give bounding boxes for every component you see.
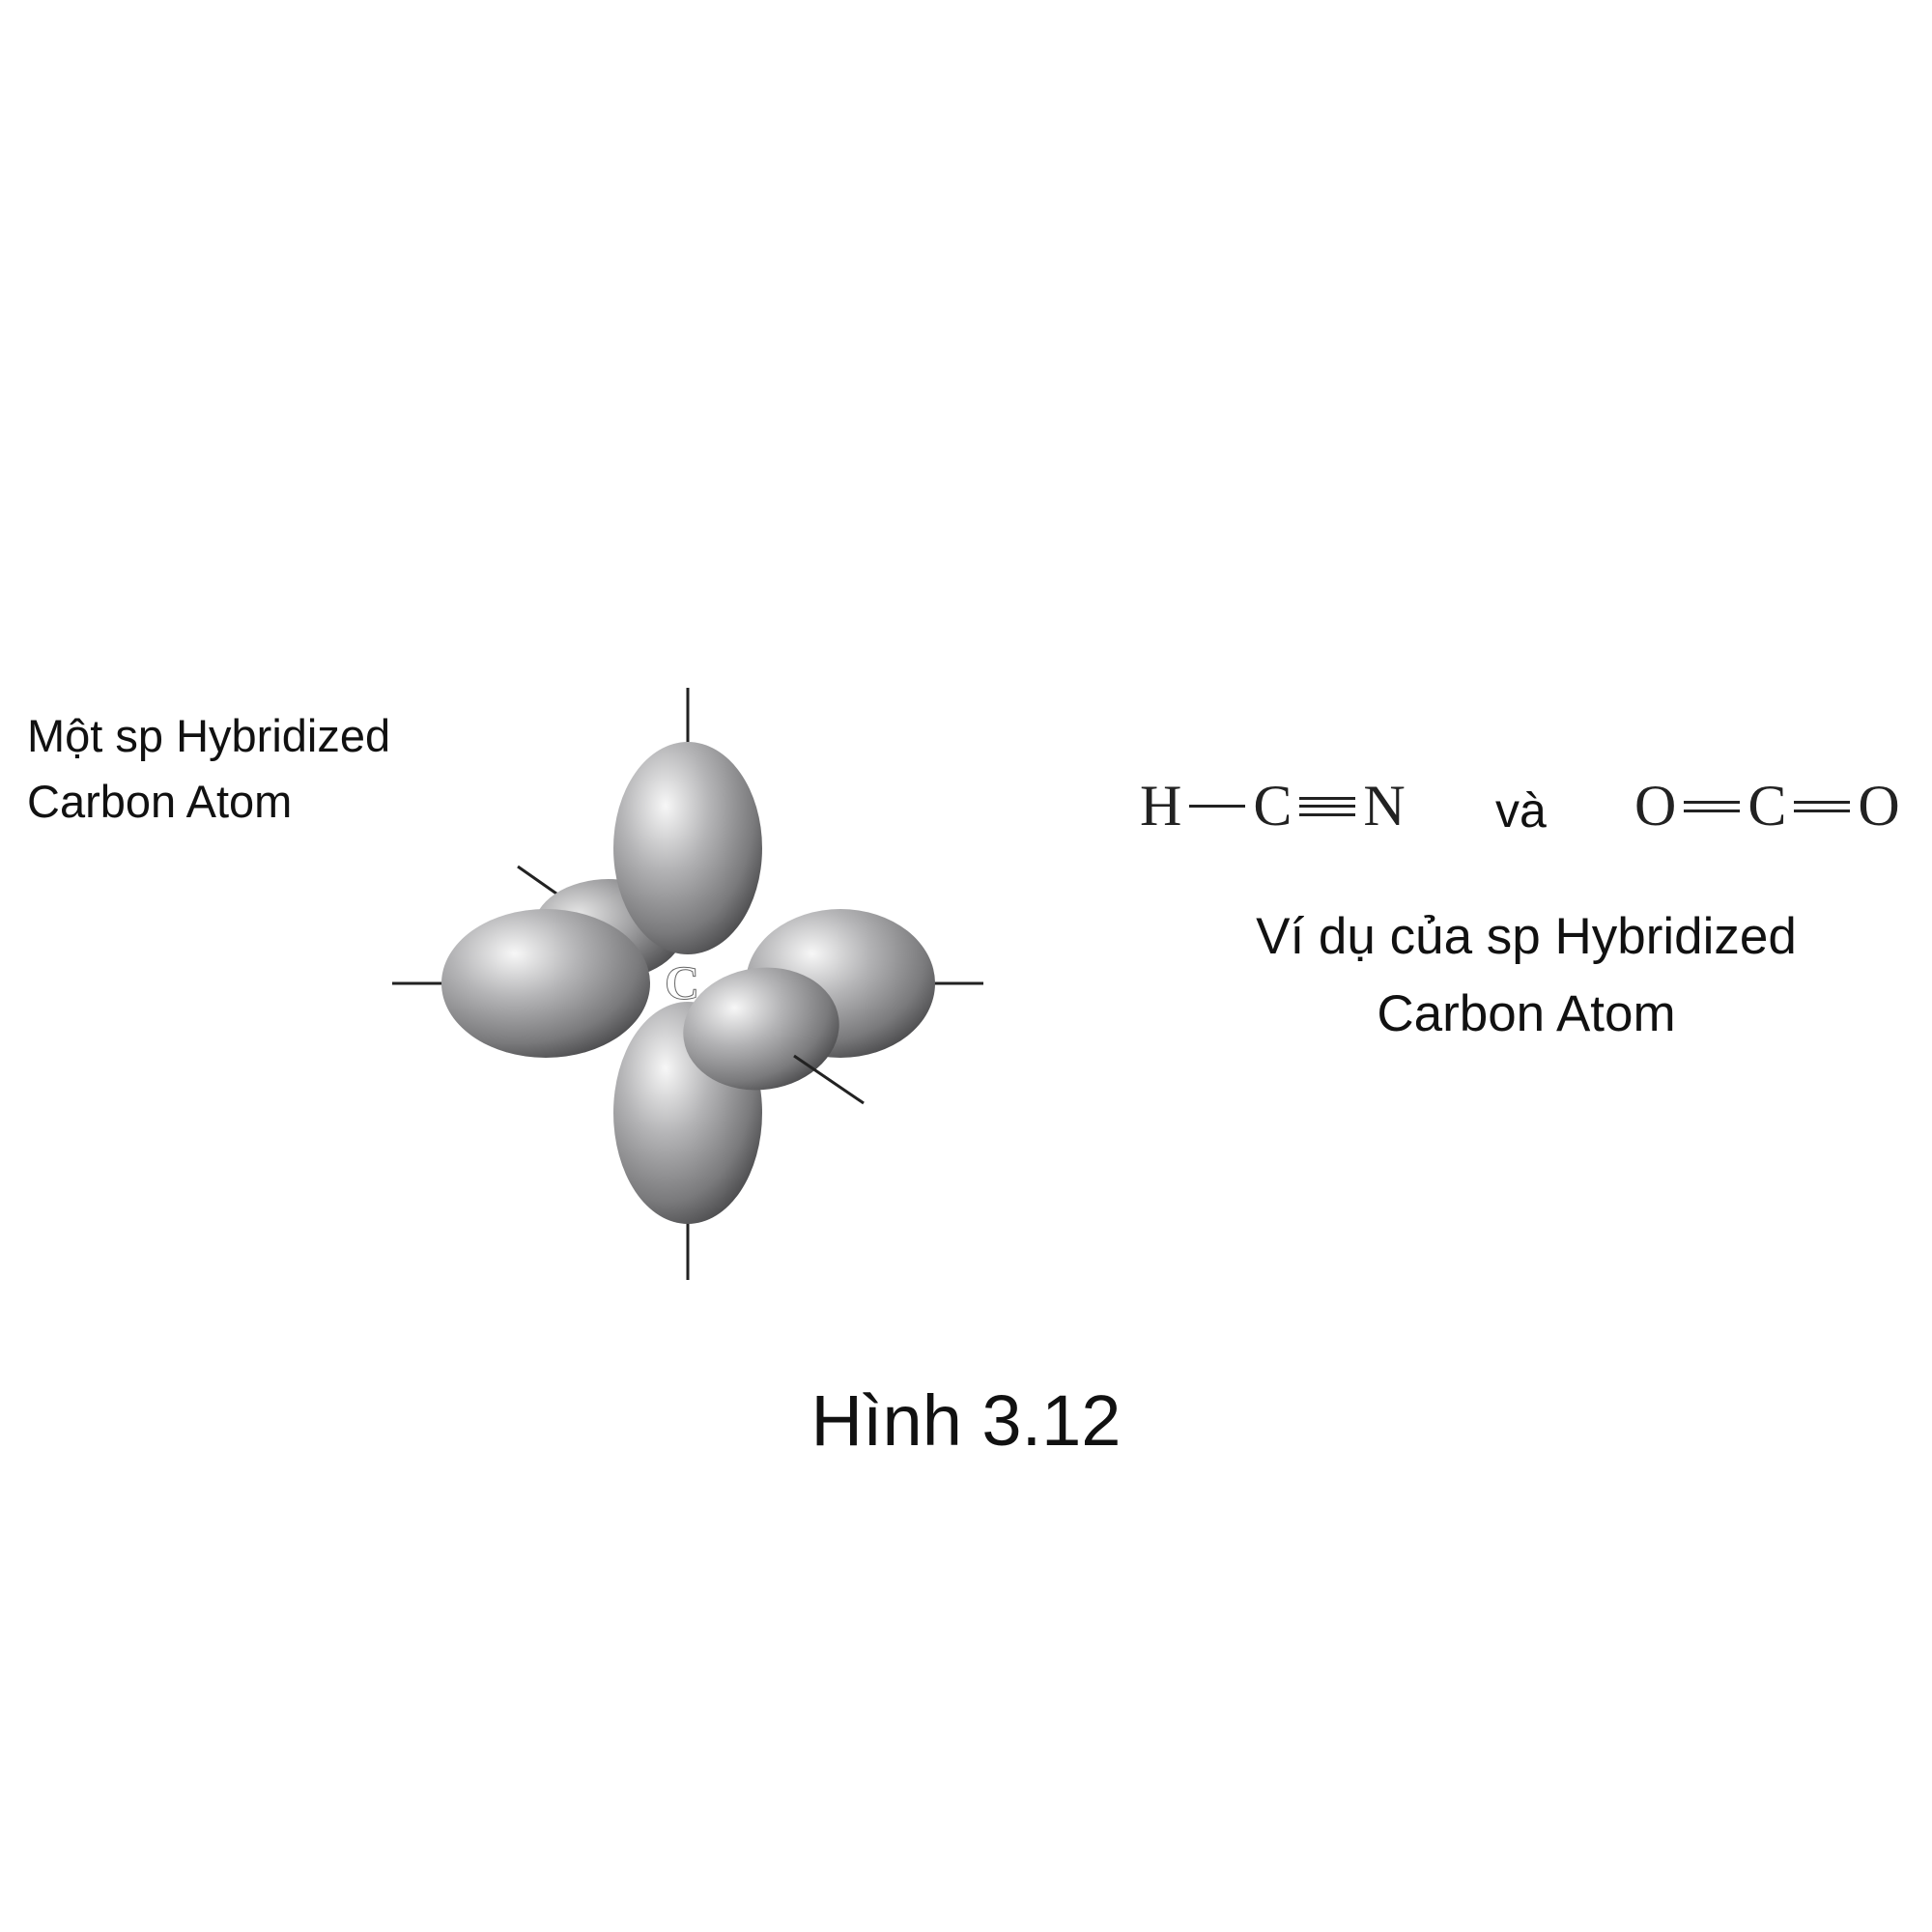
examples-caption-line-1: Ví dụ của sp Hybridized [1256, 908, 1797, 965]
co2-atom-o2: O [1858, 774, 1900, 838]
conjunction-text: và [1495, 783, 1547, 838]
co2-formula: O C O [1634, 773, 1900, 839]
examples-caption: Ví dụ của sp Hybridized Carbon Atom [1150, 898, 1903, 1053]
orbital-label: Một sp Hybridized Carbon Atom [27, 703, 390, 835]
hcn-atom-c: C [1253, 774, 1293, 838]
co2-atom-o1: O [1634, 774, 1677, 838]
hcn-atom-h: H [1140, 774, 1182, 838]
single-bond [1189, 805, 1246, 808]
orbital-label-line-1: Một sp Hybridized [27, 710, 391, 761]
orbital-lobe-top [613, 742, 762, 954]
center-atom-label: C [665, 955, 699, 1009]
triple-bond [1299, 796, 1356, 816]
co2-atom-c: C [1747, 774, 1787, 838]
orbital-lobe-left [441, 909, 650, 1058]
examples-caption-line-2: Carbon Atom [1377, 985, 1676, 1042]
orbital-label-line-2: Carbon Atom [27, 776, 293, 827]
double-bond-right [1794, 800, 1851, 812]
hcn-atom-n: N [1363, 774, 1406, 838]
axis-tick-front [793, 1054, 865, 1105]
figure-caption: Hình 3.12 [810, 1380, 1122, 1461]
hcn-formula: H C N [1140, 773, 1406, 839]
double-bond-left [1684, 800, 1741, 812]
